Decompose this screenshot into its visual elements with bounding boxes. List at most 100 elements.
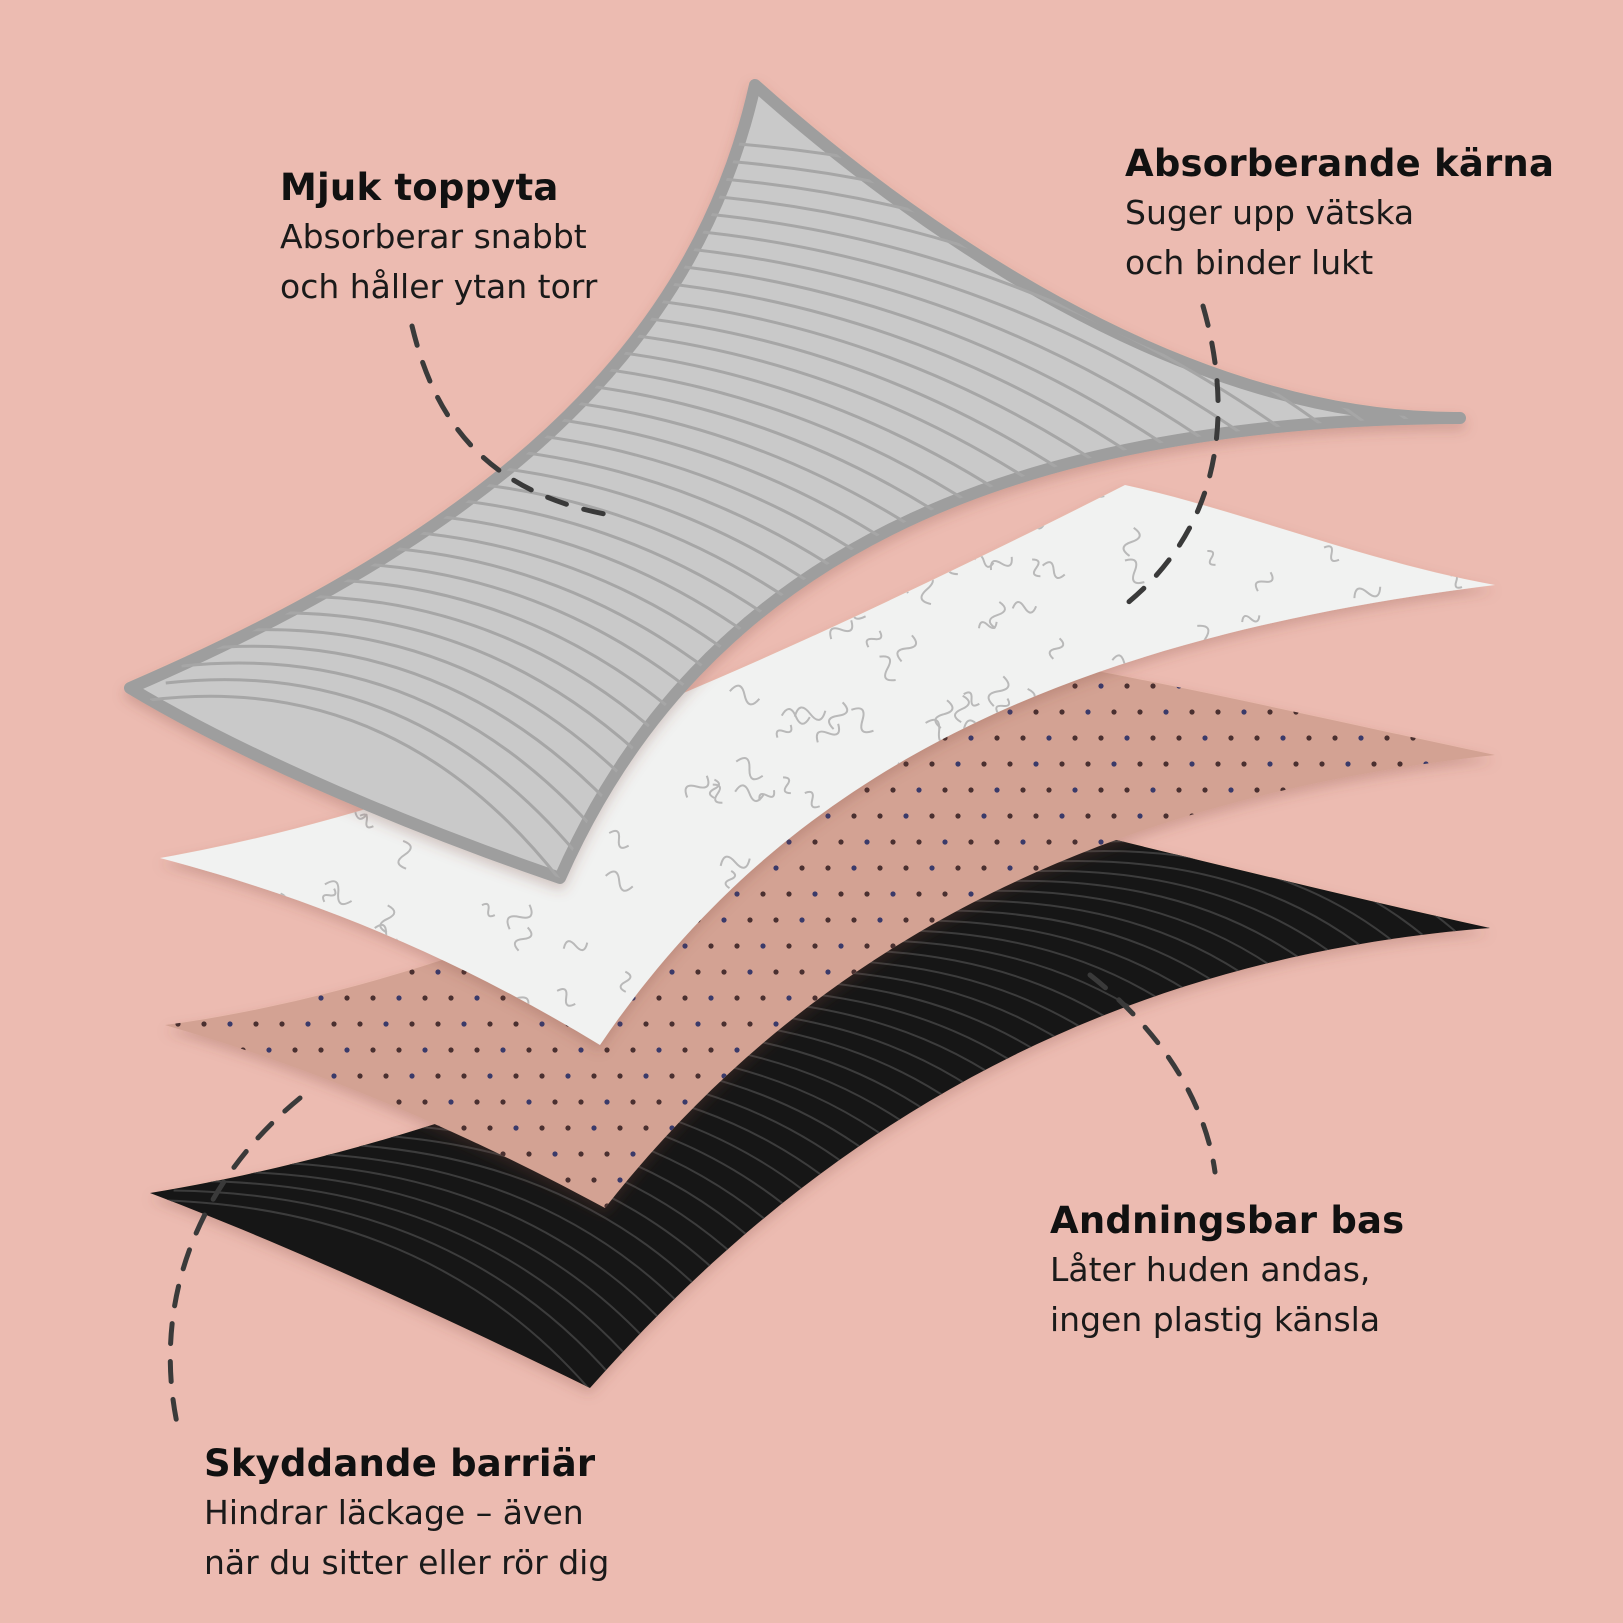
dot — [539, 1021, 545, 1027]
stripe-line — [591, 223, 1308, 483]
dot — [240, 787, 246, 793]
dot — [279, 969, 285, 975]
dot — [474, 1099, 480, 1105]
dot — [864, 839, 870, 845]
dot — [1176, 787, 1182, 793]
dot — [318, 943, 324, 949]
dot — [1384, 995, 1390, 1001]
dot — [1384, 1099, 1390, 1105]
dot — [1020, 1203, 1026, 1208]
dot — [838, 943, 844, 949]
dot — [253, 969, 259, 975]
dot — [188, 1151, 194, 1157]
squiggle — [1424, 765, 1448, 781]
dot — [331, 917, 337, 923]
dot — [1475, 1073, 1481, 1079]
dot — [851, 813, 857, 819]
dot — [357, 1125, 363, 1131]
dot — [1397, 1125, 1403, 1131]
dot — [864, 787, 870, 793]
dot — [175, 865, 181, 871]
dot — [1280, 995, 1286, 1001]
dot — [253, 1125, 259, 1131]
label-title: Mjuk toppyta — [280, 166, 559, 209]
dot — [1410, 1099, 1416, 1105]
dot — [994, 735, 1000, 741]
dot — [1072, 1047, 1078, 1053]
squiggle — [1335, 665, 1348, 688]
dot — [500, 995, 506, 1001]
squiggle — [1454, 673, 1470, 706]
dot — [1215, 813, 1221, 819]
dot — [165, 995, 168, 1001]
dot — [1410, 735, 1416, 741]
dot — [734, 891, 740, 897]
dot — [1358, 1151, 1364, 1157]
dot — [1046, 1047, 1052, 1053]
dot — [591, 1125, 597, 1131]
squiggle — [379, 904, 396, 934]
dot — [1332, 787, 1338, 793]
dot — [1345, 865, 1351, 871]
dot — [214, 839, 220, 845]
dot — [1007, 813, 1013, 819]
dot — [305, 969, 311, 975]
squiggle — [1241, 614, 1261, 623]
dot — [786, 839, 792, 845]
dot — [1358, 735, 1364, 741]
dot — [1345, 1021, 1351, 1027]
dot — [799, 917, 805, 923]
dot — [942, 1151, 948, 1157]
dot — [812, 1203, 818, 1208]
dot — [955, 761, 961, 767]
dot — [1033, 865, 1039, 871]
dot — [331, 1073, 337, 1079]
squiggle — [828, 701, 849, 730]
dot — [1397, 813, 1403, 819]
dot — [1033, 1177, 1039, 1183]
dot — [1046, 839, 1052, 845]
dot — [1137, 813, 1143, 819]
dot — [1475, 1021, 1481, 1027]
dot — [916, 1203, 922, 1208]
dot — [1449, 1021, 1455, 1027]
dot — [825, 1177, 831, 1183]
dot — [1280, 1099, 1286, 1105]
stripe-line — [244, 1161, 684, 1344]
label-core-layer: Absorberande kärna Suger upp vätska och … — [1125, 140, 1554, 288]
layer-base — [165, 665, 1495, 1208]
squiggle — [995, 698, 1011, 714]
dot — [1124, 735, 1130, 741]
dot — [1488, 1099, 1494, 1105]
label-base-layer: Andningsbar bas Låter huden andas, ingen… — [1050, 1197, 1404, 1345]
dot — [1462, 735, 1468, 741]
dot — [799, 969, 805, 975]
dot — [1085, 813, 1091, 819]
dot — [214, 995, 220, 1001]
dot — [929, 1177, 935, 1183]
dot — [526, 1099, 532, 1105]
dot — [1072, 1151, 1078, 1157]
dot — [1267, 1073, 1273, 1079]
dot — [1241, 709, 1247, 715]
dot — [240, 943, 246, 949]
dot — [487, 1021, 493, 1027]
dot — [1384, 683, 1390, 689]
label-title: Absorberande kärna — [1125, 142, 1555, 185]
dot — [877, 917, 883, 923]
dot — [1020, 735, 1026, 741]
dot — [253, 917, 259, 923]
dot — [1436, 995, 1442, 1001]
dot — [1007, 865, 1013, 871]
dot — [877, 865, 883, 871]
dot — [1306, 1099, 1312, 1105]
dot — [188, 839, 194, 845]
dot — [1072, 839, 1078, 845]
dot — [1371, 813, 1377, 819]
dot — [214, 1099, 220, 1105]
dot — [981, 865, 987, 871]
stripe-line — [212, 628, 668, 825]
dot — [1254, 1151, 1260, 1157]
dot — [1280, 839, 1286, 845]
dot — [1501, 1073, 1506, 1078]
